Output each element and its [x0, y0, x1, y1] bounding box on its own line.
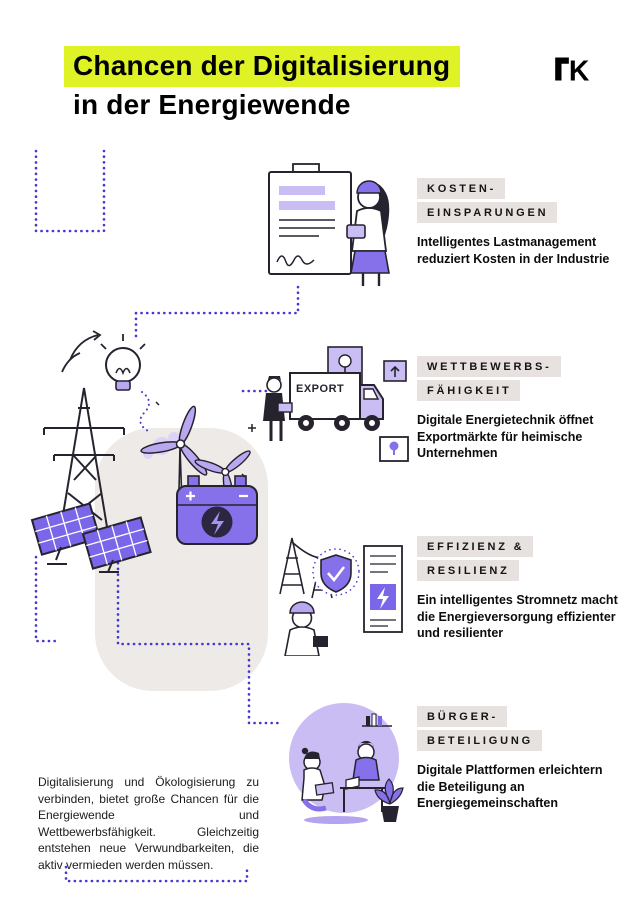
brand-logo-icon: K [555, 56, 590, 88]
person-at-desk [340, 740, 386, 812]
solar-panel-icon [30, 502, 152, 573]
export-illustration: EXPORT [260, 345, 410, 467]
swoosh-arrows [61, 330, 102, 373]
person-with-laptop [263, 376, 293, 441]
control-panel [363, 545, 403, 633]
export-truck-icon: EXPORT [289, 372, 384, 431]
title-line1: Chancen der Digitalisierung [64, 46, 461, 88]
engineer-with-tablet [284, 601, 328, 656]
logo-letter: K [569, 56, 590, 88]
lightbulb-icon [100, 334, 146, 391]
grid-resilience-illustration [272, 528, 407, 656]
page-title: Chancen der Digitalisierung in der Energ… [64, 46, 461, 121]
connector-bottom [64, 865, 249, 883]
footer-paragraph: Digitalisierung und Ökologisierung zu ve… [38, 775, 259, 872]
connector-section1 [134, 285, 300, 343]
section1-heading-line1: KOSTEN- [417, 178, 506, 200]
section3-heading-line1: EFFIZIENZ & [417, 536, 534, 558]
connector-top-left [34, 149, 106, 233]
connector-section4 [116, 544, 283, 725]
section3-heading-line2: RESILIENZ [417, 560, 519, 582]
section2-heading-line2: FÄHIGKEIT [417, 380, 521, 402]
section4-heading-line1: BÜRGER- [417, 706, 507, 728]
cost-savings-illustration [263, 163, 408, 288]
section1-body-text: Intelligentes Lastmanagement reduziert K… [417, 235, 610, 266]
section2-heading-line1: WETTBEWERBS- [417, 356, 561, 378]
bookshelf [362, 713, 392, 727]
section-kosteneinsparungen: KOSTEN- EINSPARUNGEN Intelligentes Lastm… [417, 178, 623, 267]
section4-body-text: Digitale Plattformen erleichtern die Bet… [417, 763, 603, 811]
parcel-boxes [379, 360, 409, 462]
person-with-laptop-seated [301, 747, 335, 812]
brand-logo: K [551, 48, 593, 90]
shield-check-icon [312, 548, 360, 596]
contract-icon [268, 163, 352, 275]
title-line2: in der Energiewende [73, 89, 351, 121]
plant-icon [374, 778, 404, 822]
section-wettbewerbsfaehigkeit: WETTBEWERBS- FÄHIGKEIT Digitale Energiet… [417, 356, 623, 462]
connector-left-edge [34, 555, 61, 643]
energy-system-illustration [20, 328, 270, 573]
section-effizienz-resilienz: EFFIZIENZ & RESILIENZ Ein intelligentes … [417, 536, 623, 642]
section3-body-text: Ein intelligentes Stromnetz macht die En… [417, 593, 618, 641]
person-with-tablet [346, 180, 390, 286]
section4-heading-line2: BETEILIGUNG [417, 730, 542, 752]
export-label: EXPORT [296, 383, 344, 395]
community-illustration [278, 696, 413, 838]
battery-icon [176, 475, 258, 545]
section2-body-text: Digitale Energietechnik öffnet Exportmär… [417, 413, 594, 461]
section-buergerbeteiligung: BÜRGER- BETEILIGUNG Digitale Plattformen… [417, 706, 623, 812]
section1-heading-line2: EINSPARUNGEN [417, 202, 558, 224]
